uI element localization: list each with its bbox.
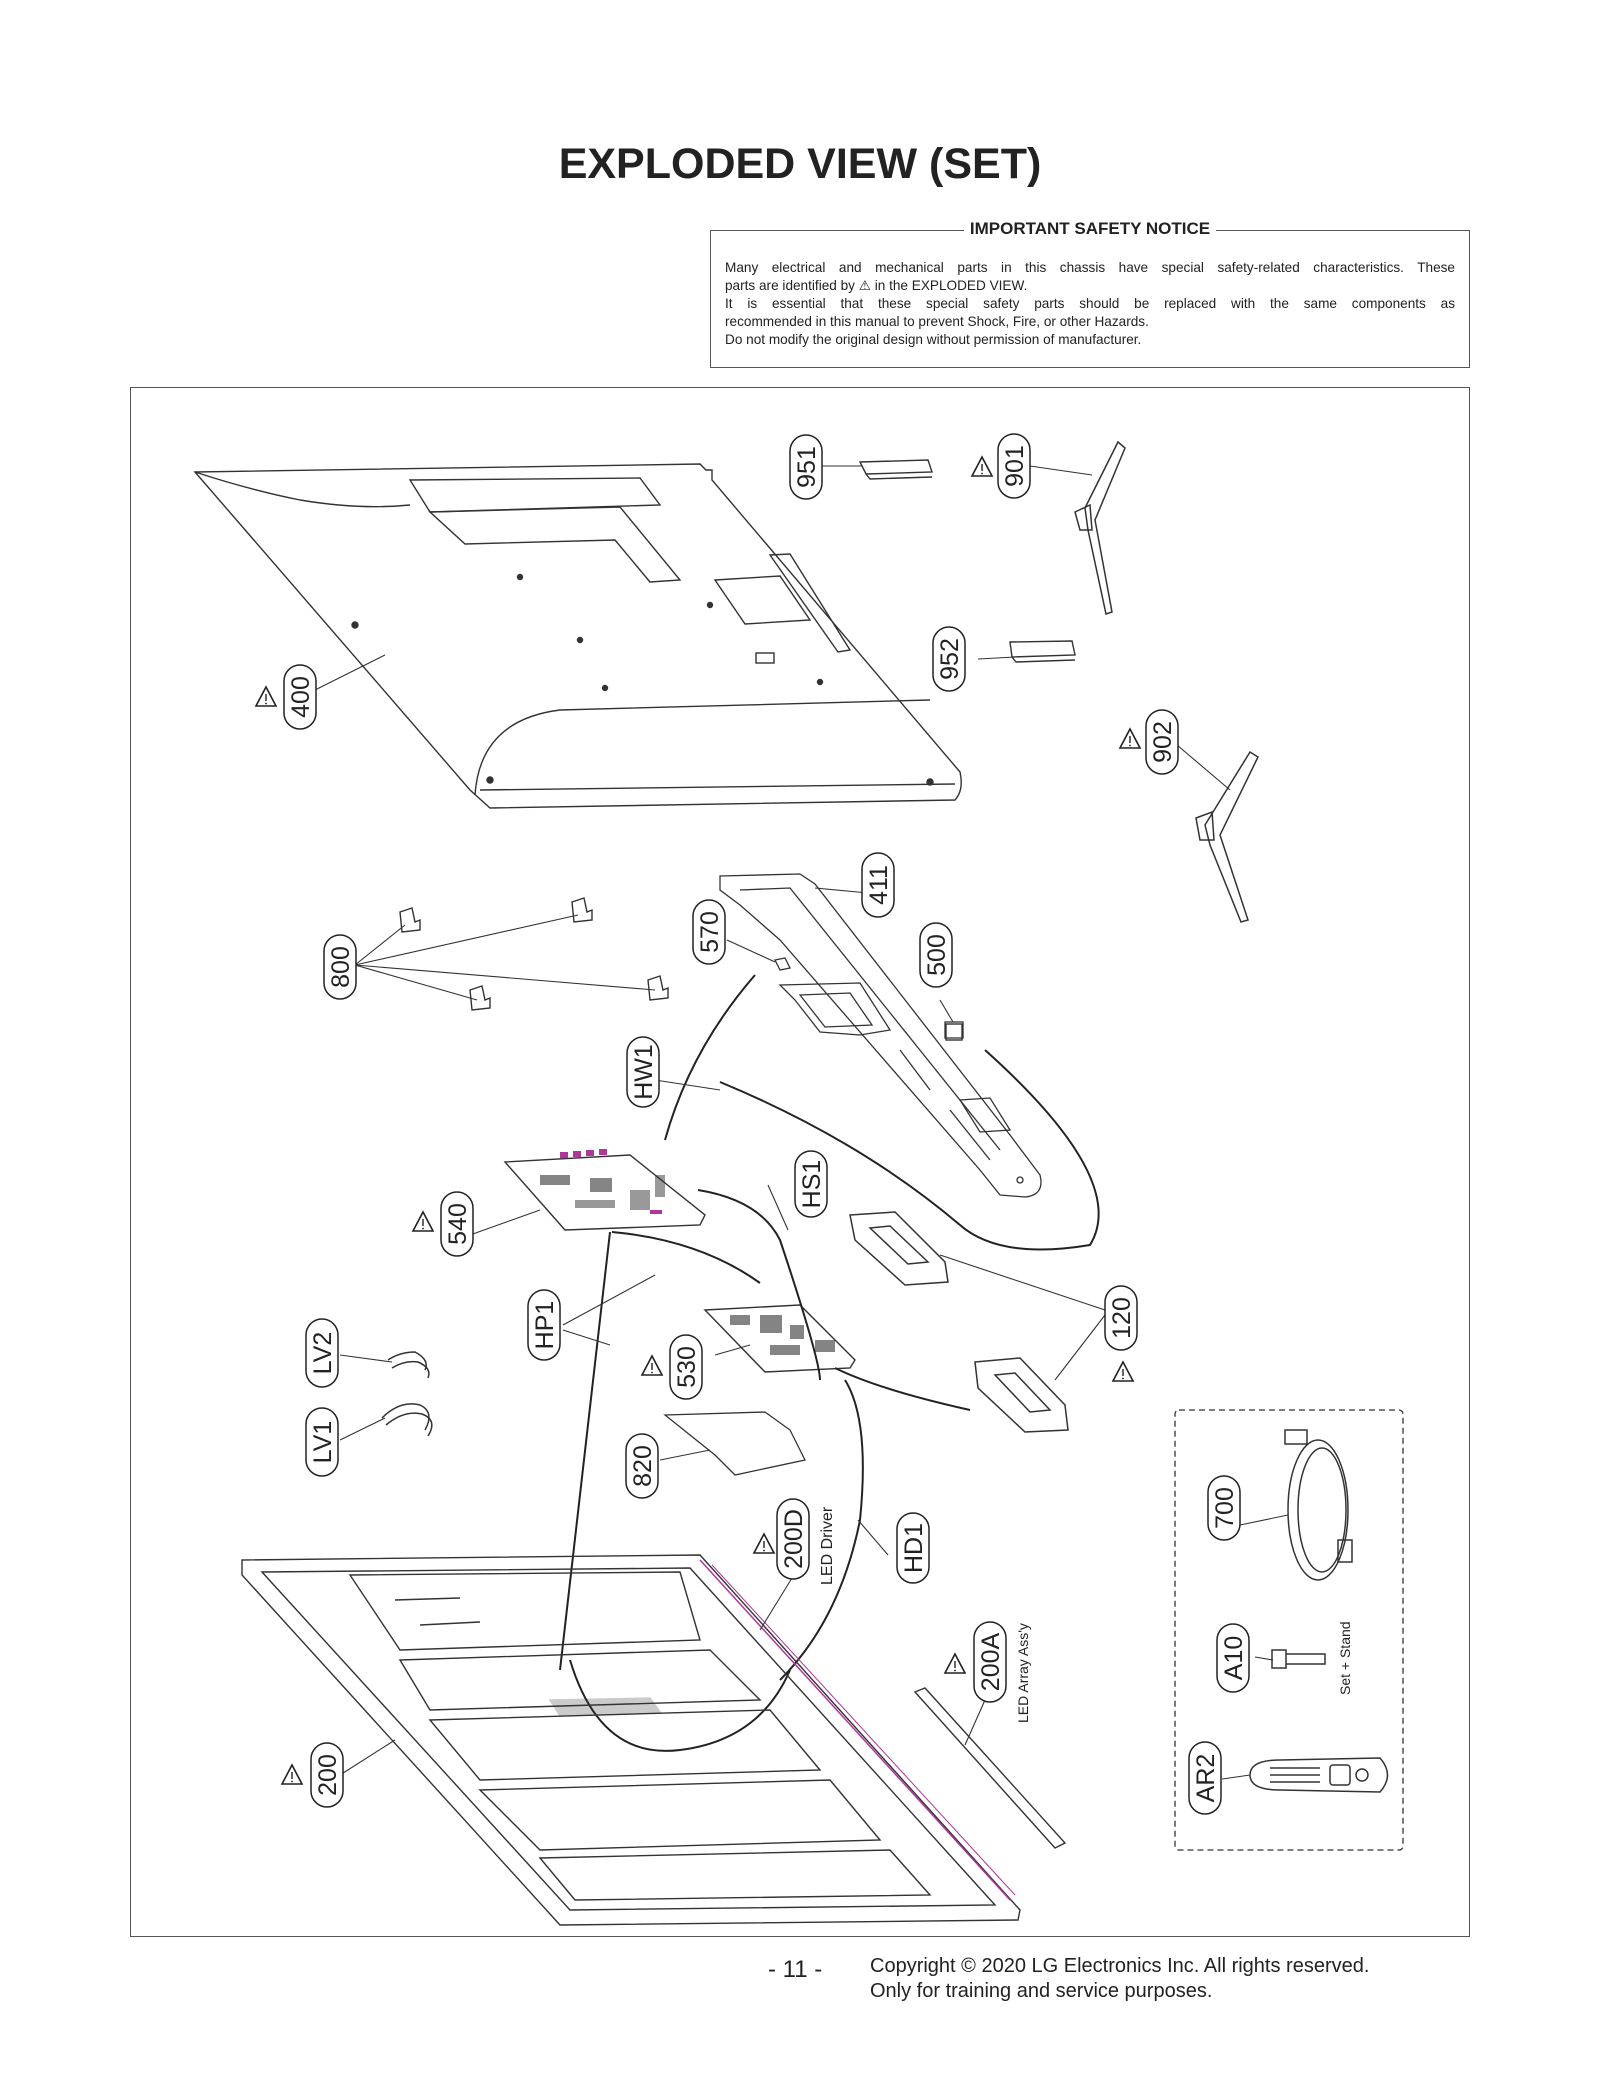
screw-A10-part [1271,1649,1326,1669]
wire-harnesses [559,974,1100,1752]
notice-line: Do not modify the original design withou… [725,332,1142,347]
part-label-820: 820 [625,1433,659,1499]
part-label-570: 570 [692,899,726,965]
part-label-902: 902 [1145,709,1179,775]
svg-text:HS1: HS1 [798,1160,826,1209]
part-label-LV2: LV2 [305,1318,339,1388]
warning-triangle-icon [971,456,993,477]
stand-bracket-952-part [1009,640,1076,663]
caption-led-array: LED Array Ass'y [1015,1623,1031,1723]
svg-text:530: 530 [673,1346,701,1388]
leader-lines [314,465,1289,1780]
caption-led-driver: LED Driver [819,1506,836,1585]
part-label-500: 500 [919,922,953,988]
part-label-901: 901 [997,433,1031,499]
svg-text:HW1: HW1 [630,1044,658,1100]
part-label-120: 120 [1104,1285,1138,1351]
svg-text:570: 570 [696,911,724,953]
svg-text:902: 902 [1149,721,1177,763]
part-label-200: 200 [310,1742,344,1808]
power-cord-700-part [1284,1429,1353,1581]
svg-text:HD1: HD1 [900,1523,928,1573]
svg-text:400: 400 [287,676,315,718]
part-label-HS1: HS1 [794,1150,828,1218]
svg-text:952: 952 [936,638,964,680]
part-label-952: 952 [932,626,966,692]
part-label-HP1: HP1 [527,1289,561,1361]
notice-line: It is essential that these special safet… [725,296,1455,311]
power-board-530-part [703,1304,856,1373]
speakers-120-part [849,1211,1069,1433]
svg-text:800: 800 [327,946,355,988]
page-number: - 11 - [768,1956,823,1983]
safety-notice-heading: IMPORTANT SAFETY NOTICE [711,219,1469,239]
svg-text:LV2: LV2 [309,1332,337,1375]
diagram-frame [130,387,1470,1937]
svg-text:HP1: HP1 [531,1301,559,1350]
svg-text:LV1: LV1 [309,1421,337,1464]
main-bracket-411-part [719,873,1042,1198]
part-label-400: 400 [283,664,317,730]
warning-triangle-icon [1119,728,1141,749]
svg-text:200A: 200A [977,1632,1005,1691]
brackets-800-part [399,897,669,1011]
svg-text:200D: 200D [780,1509,808,1569]
insulator-sheet-820-part [663,1411,806,1476]
part-label-951: 951 [789,434,823,500]
part-label-HD1: HD1 [896,1512,930,1584]
safety-notice-box: IMPORTANT SAFETY NOTICE Many electrical … [710,219,1470,368]
svg-text:200: 200 [314,1754,342,1796]
warning-triangle-icon [412,1211,434,1232]
lvds-cables-part [381,1351,433,1437]
svg-text:411: 411 [865,865,893,905]
part-label-700: 700 [1207,1475,1241,1541]
part-label-AR2: AR2 [1188,1741,1222,1815]
notice-line: recommended in this manual to prevent Sh… [725,314,1149,329]
svg-text:AR2: AR2 [1192,1754,1220,1803]
warning-triangle-icon [1112,1361,1134,1382]
caption-set-stand: Set + Stand [1337,1621,1353,1695]
svg-text:540: 540 [444,1203,472,1245]
svg-text:700: 700 [1211,1487,1239,1529]
page-title: EXPLODED VIEW (SET) [558,140,1042,188]
part-label-411: 411 [861,852,895,918]
warning-triangle-icon: ⚠ [858,278,871,294]
svg-text:901: 901 [1001,445,1029,487]
main-board-540-part [503,1149,706,1231]
copyright-line: Copyright © 2020 LG Electronics Inc. All… [870,1955,1370,1977]
led-array-200A-part [913,1687,1067,1849]
part-label-530: 530 [669,1334,703,1400]
warning-triangle-icon [641,1355,663,1376]
copyright-line: Only for training and service purposes. [870,1980,1213,2002]
svg-text:A10: A10 [1220,1636,1248,1680]
stand-leg-902-part [1195,750,1259,923]
notice-line: Many electrical and mechanical parts in … [725,260,1455,275]
warning-triangle-icon [255,686,277,707]
svg-text:951: 951 [793,446,821,488]
stand-leg-901-part [1074,440,1126,615]
svg-text:500: 500 [923,934,951,976]
accessory-box [1174,1409,1404,1851]
svg-text:820: 820 [629,1445,657,1487]
warning-triangle-icon [944,1653,966,1674]
sensor-500-part [945,1023,963,1041]
part-label-A10: A10 [1216,1623,1250,1693]
part-label-HW1: HW1 [626,1036,660,1108]
display-panel-200-part [241,1554,1021,1926]
stand-bracket-951-part [858,459,933,480]
part-label-800: 800 [323,934,357,1000]
copyright-text: Copyright © 2020 LG Electronics Inc. All… [870,1954,1369,2004]
warning-triangle-icon [281,1764,303,1785]
safety-notice-text: Many electrical and mechanical parts in … [725,259,1455,349]
part-label-200D: 200D [776,1498,810,1580]
part-label-200A: 200A [973,1621,1007,1703]
svg-text:120: 120 [1108,1297,1136,1339]
notice-line: parts are identified by ⚠ in the EXPLODE… [725,278,1028,294]
part-label-LV1: LV1 [305,1407,339,1477]
remote-AR2-part [1249,1757,1389,1793]
warning-triangle-icon [753,1533,775,1554]
part-label-540: 540 [440,1191,474,1257]
back-cover-part [193,463,962,809]
